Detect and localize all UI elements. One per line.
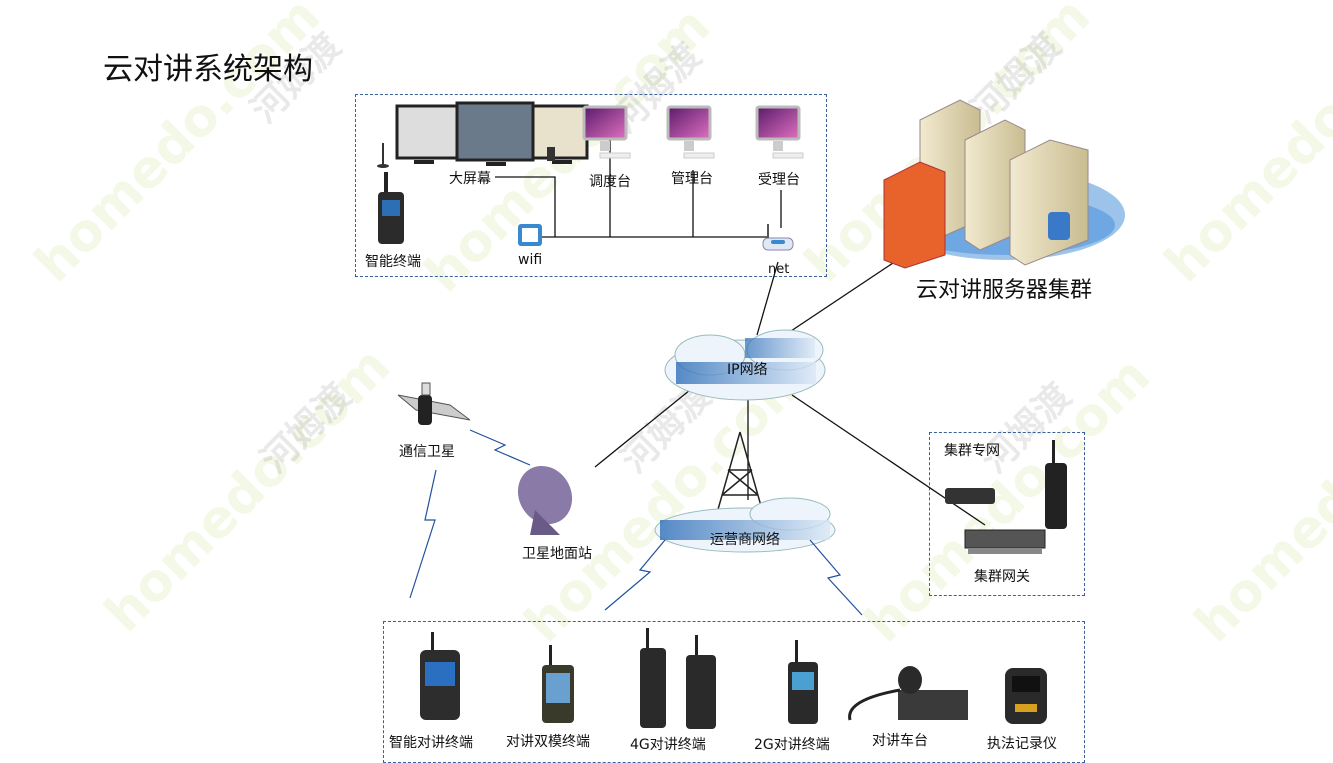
terminal-devices: [420, 628, 1047, 729]
big-screen-label: 大屏幕: [449, 171, 491, 187]
management-label: 管理台: [671, 171, 713, 187]
trunk-base-radio-icon: [945, 440, 1067, 529]
ground-station-dish-icon: [517, 465, 573, 535]
reception-computer-icon: [755, 105, 804, 159]
smart-terminal-label: 智能终端: [365, 254, 421, 270]
trunk-network-group: [929, 432, 1085, 596]
ground-station-label: 卫星地面站: [522, 546, 592, 562]
server-cluster-icon: [883, 99, 1125, 269]
terminal-label: 执法记录仪: [987, 736, 1057, 752]
router-icon: [762, 224, 794, 251]
wifi-icon: [518, 224, 542, 246]
dispatch-label: 调度台: [589, 174, 631, 190]
firewall-icon: [883, 161, 946, 269]
reception-label: 受理台: [758, 172, 800, 188]
carrier-network-label: 运营商网络: [710, 532, 780, 548]
cell-tower-icon: [714, 431, 766, 521]
net-label: net: [768, 262, 790, 277]
terminal-label: 2G对讲终端: [754, 737, 830, 753]
trunk-gateway-icon: [964, 529, 1046, 554]
terminal-label: 4G对讲终端: [630, 737, 706, 753]
wireless-link-icons: [409, 429, 863, 616]
page-title: 云对讲系统架构: [103, 52, 313, 87]
trunk-network-title: 集群专网: [944, 443, 1000, 459]
server-cluster-label: 云对讲服务器集群: [916, 278, 1093, 303]
terminal-label: 对讲双模终端: [506, 734, 590, 750]
lan-lines: [495, 135, 986, 526]
terminal-label: 对讲车台: [872, 733, 928, 749]
smart-terminal-icon: [378, 172, 404, 244]
big-screen-icon: [377, 101, 589, 168]
dispatch-center-group: [355, 94, 827, 277]
wifi-label: wifi: [518, 252, 543, 268]
terminal-label: 智能对讲终端: [389, 735, 473, 751]
ip-network-cloud-icon: [664, 329, 826, 401]
management-computer-icon: [666, 105, 715, 159]
ip-network-label: IP网络: [727, 362, 768, 378]
carrier-network-cloud-icon: [654, 497, 836, 553]
dispatch-computer-icon: [582, 105, 631, 159]
satellite-label: 通信卫星: [399, 444, 455, 460]
trunk-gateway-label: 集群网关: [974, 569, 1030, 585]
satellite-icon: [397, 382, 471, 425]
